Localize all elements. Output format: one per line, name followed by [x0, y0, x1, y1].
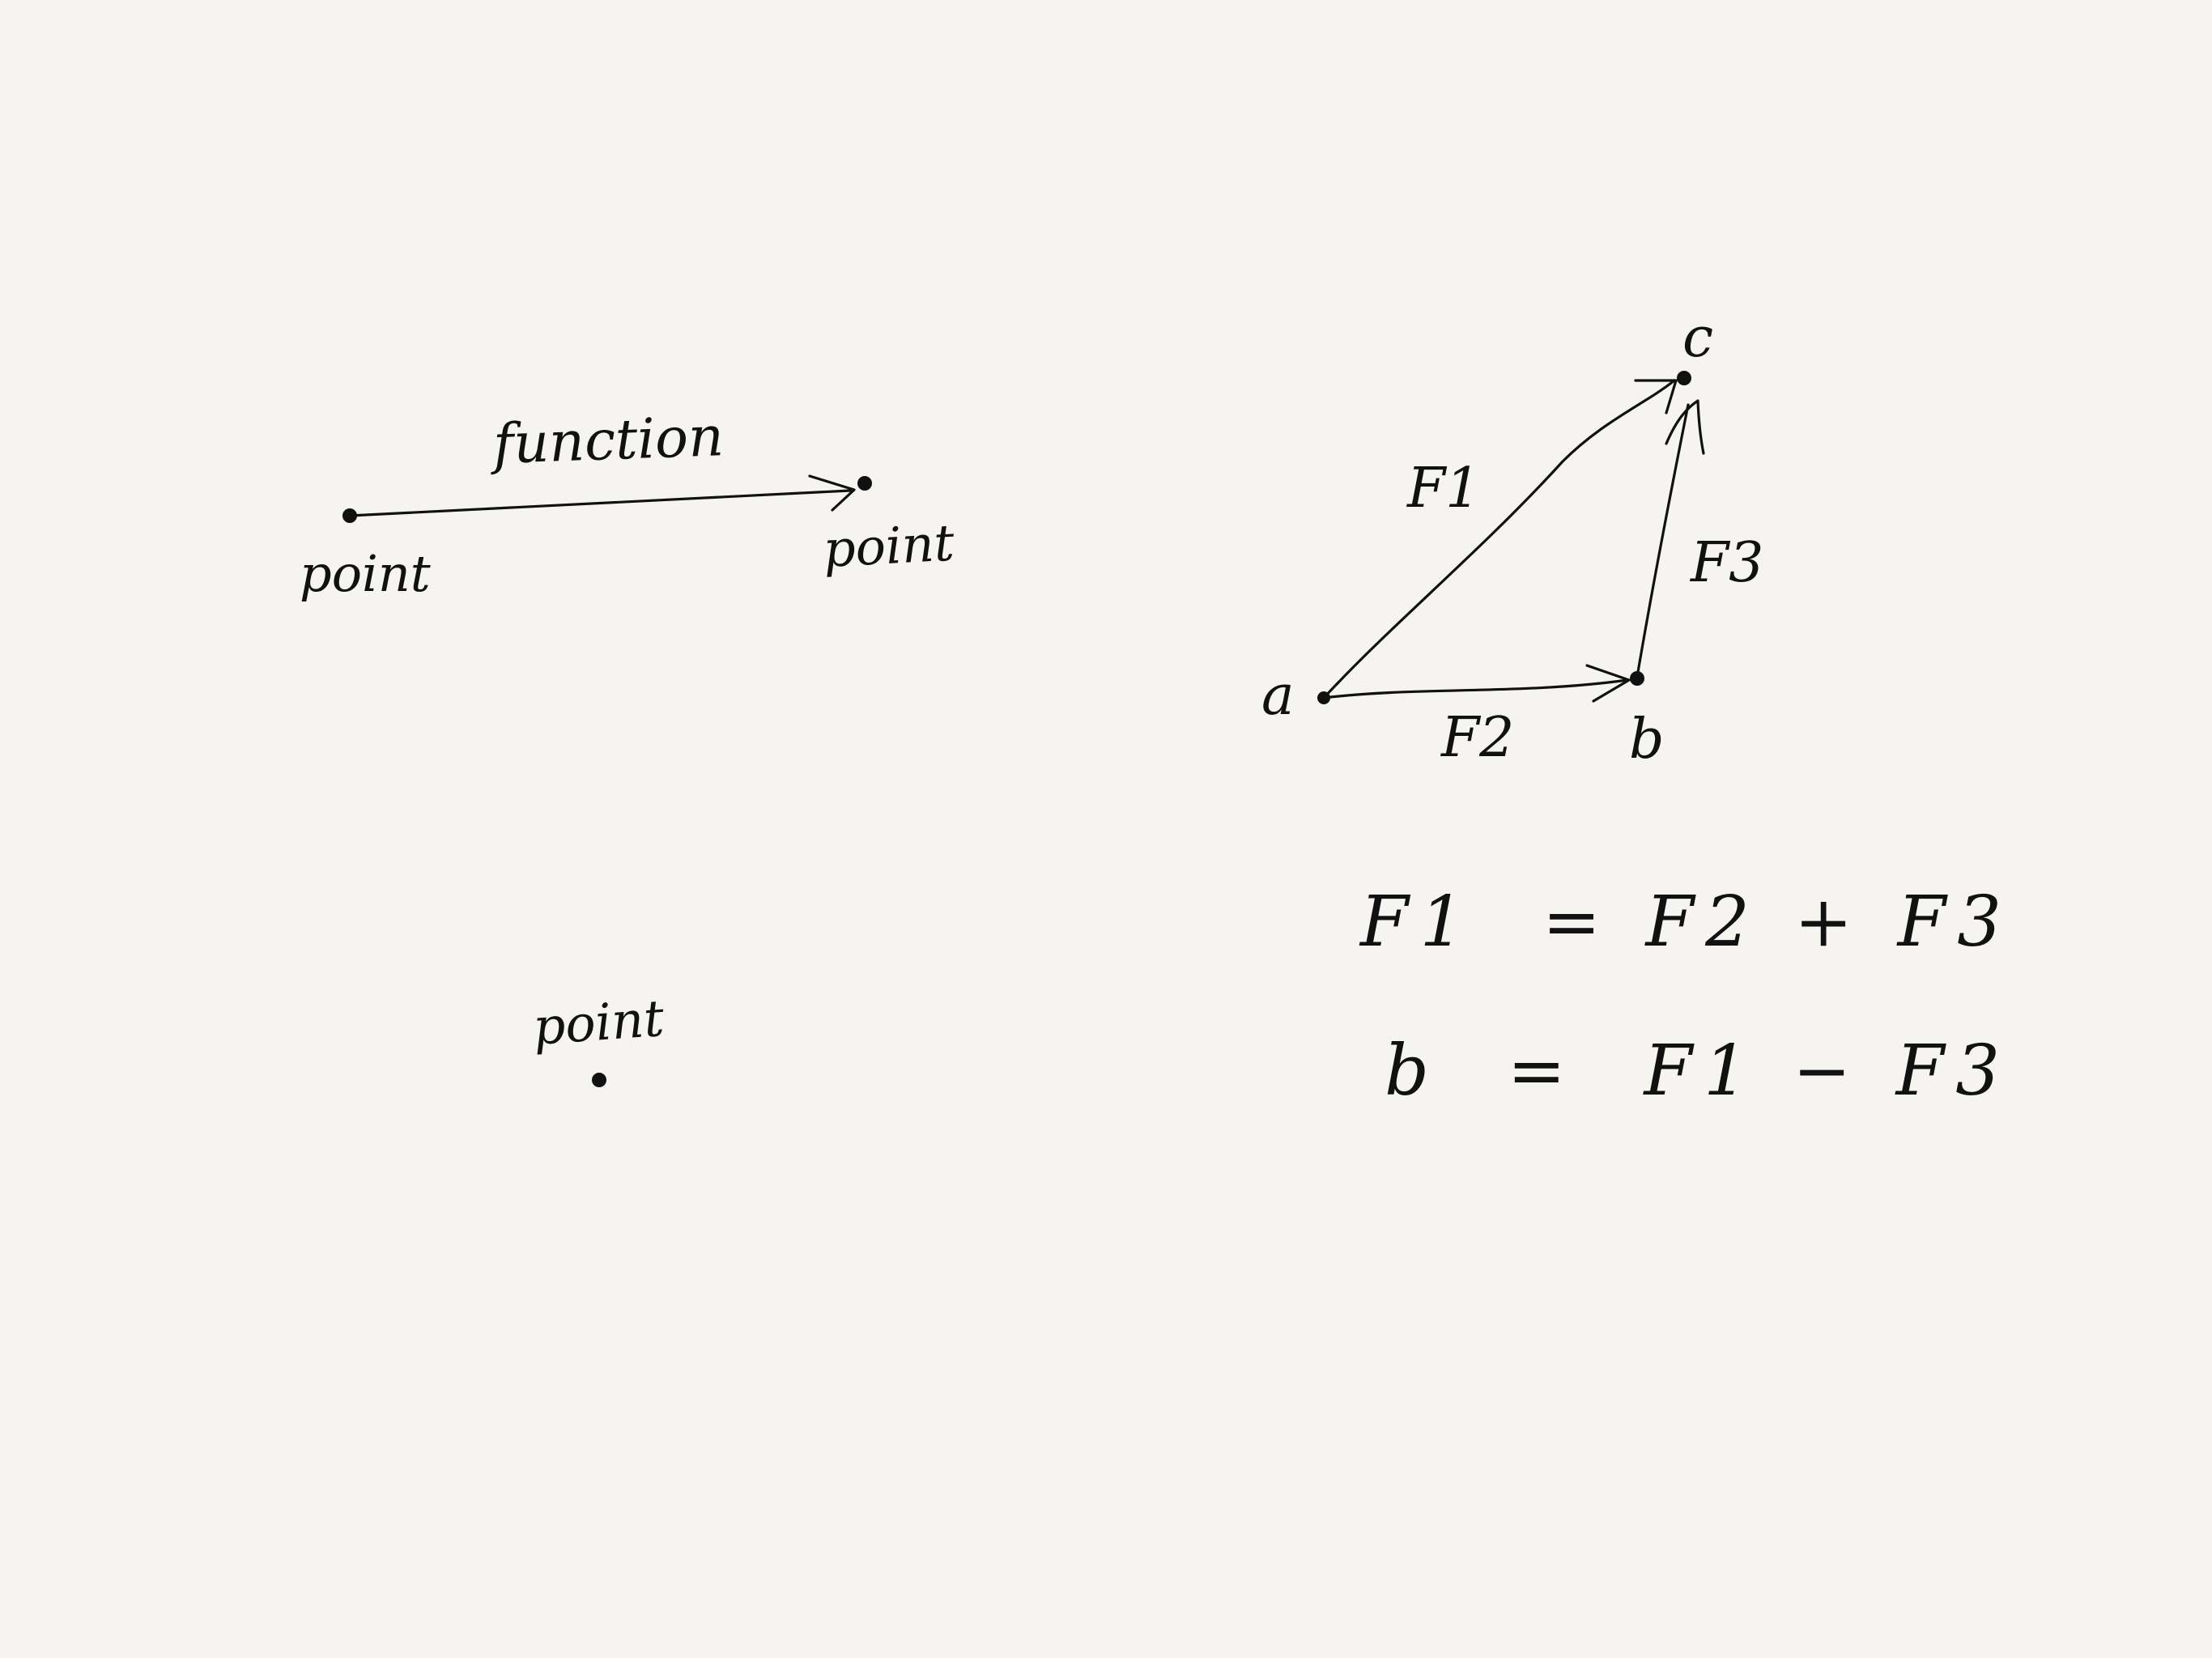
- function-arrowhead: [808, 474, 856, 512]
- equation-2: b = F1 − F3: [1385, 1031, 2011, 1112]
- edge-f3-label: F3: [1689, 531, 1763, 595]
- target-point: [857, 476, 872, 491]
- lone-point-label: point: [531, 988, 666, 1056]
- edge-f1-line: [1322, 379, 1676, 699]
- edge-f2-line: [1322, 678, 1629, 699]
- vertex-b-point: [1630, 671, 1644, 686]
- equations: F1 = F2 + F3 b = F1 − F3: [1359, 882, 2013, 1112]
- edge-f1-label: F1: [1406, 457, 1480, 521]
- vector-triangle: a b c F1 F2 F3: [1261, 306, 1763, 772]
- lone-point: [592, 1073, 606, 1087]
- equation-1: F1 = F2 + F3: [1359, 882, 2013, 963]
- vertex-c-point: [1677, 371, 1691, 385]
- vertex-b-label: b: [1629, 708, 1665, 772]
- edge-f2-label: F2: [1440, 706, 1514, 770]
- function-label: function: [488, 405, 725, 477]
- source-point-label: point: [300, 544, 431, 603]
- vertex-c-label: c: [1682, 306, 1713, 370]
- edge-f2-arrowhead: [1585, 664, 1631, 703]
- edge-f1-arrowhead: [1634, 379, 1678, 414]
- lone-point-group: point: [531, 988, 666, 1087]
- function-arrow-diagram: function point point: [300, 405, 955, 603]
- vertex-a-point: [1317, 691, 1330, 704]
- edge-f3-line: [1636, 403, 1690, 678]
- target-point-label: point: [822, 513, 955, 579]
- edge-f3-arrowhead: [1665, 399, 1705, 455]
- vertex-a-label: a: [1261, 664, 1295, 728]
- function-arrow-line: [348, 489, 852, 517]
